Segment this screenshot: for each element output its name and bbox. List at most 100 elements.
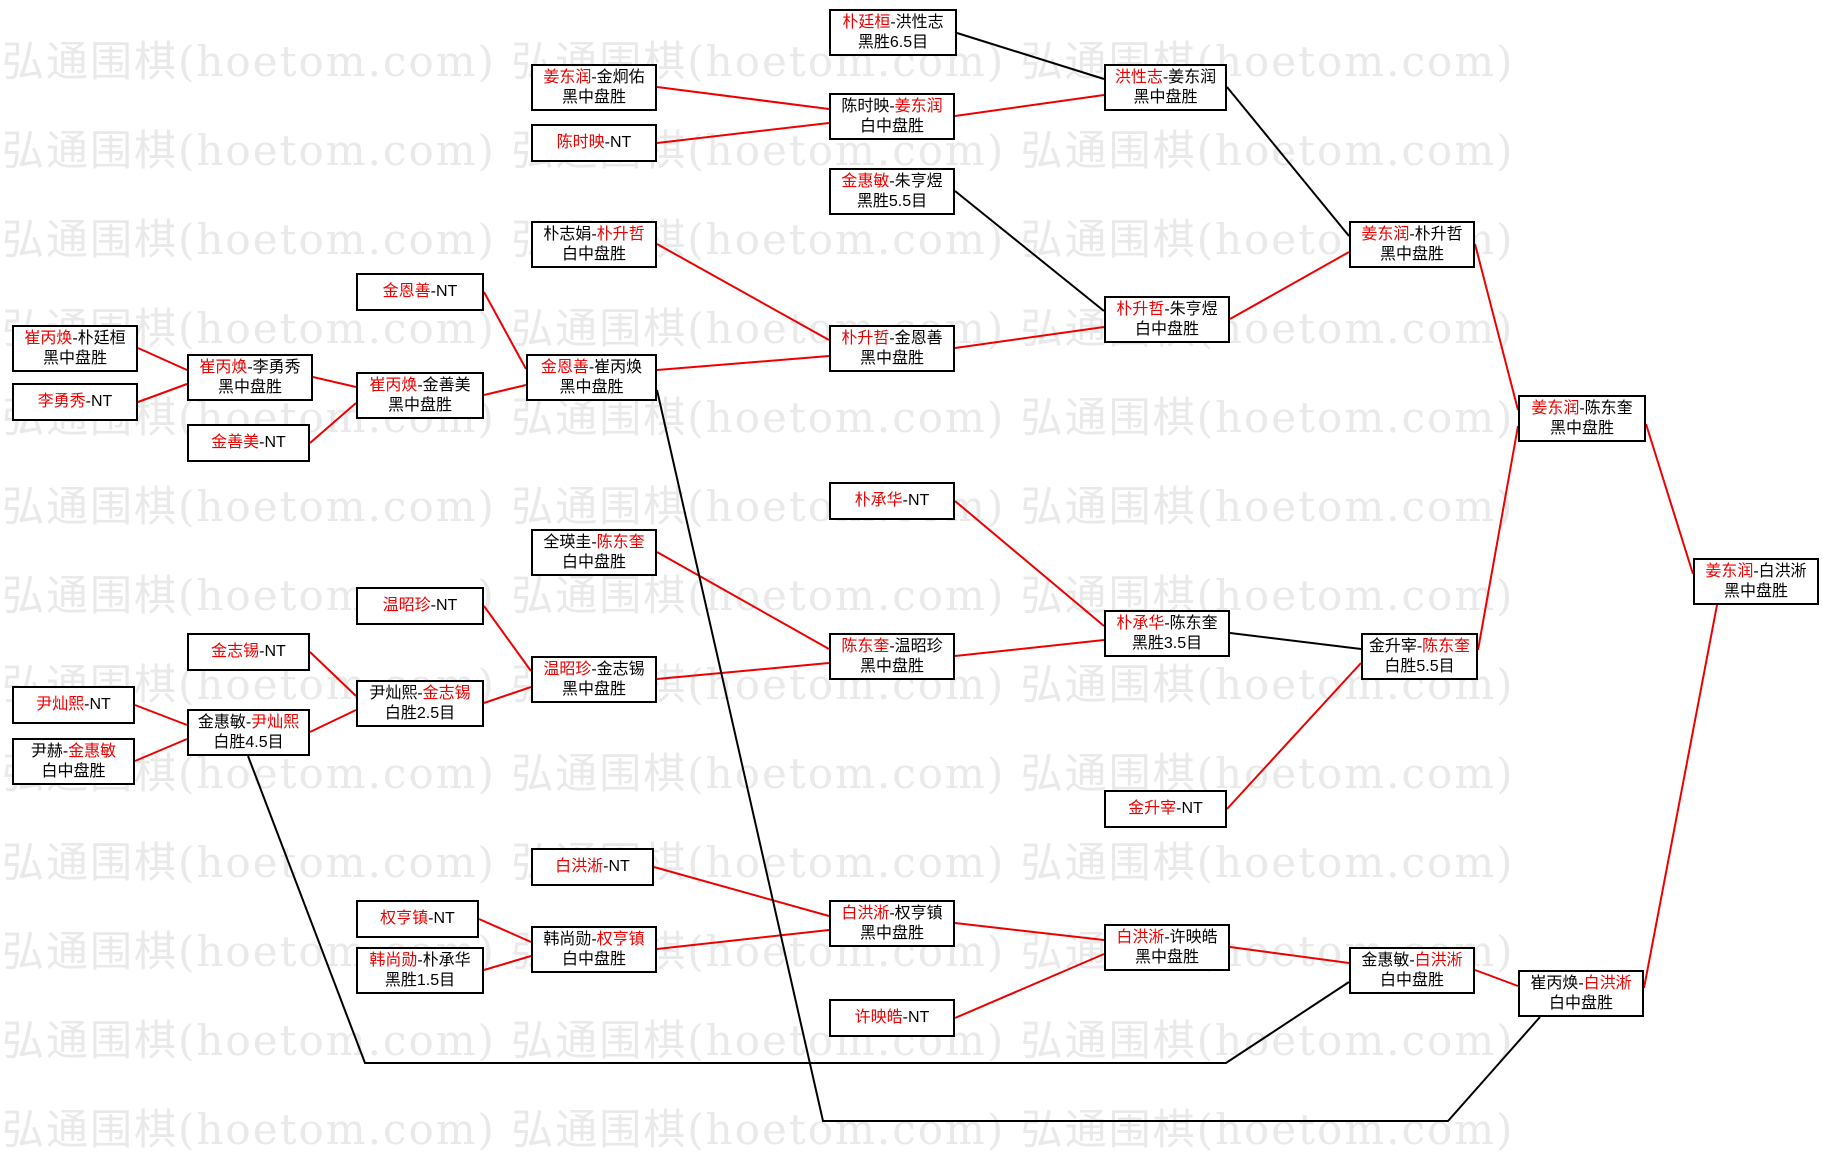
player-name: NT bbox=[436, 597, 458, 614]
player-separator: - bbox=[588, 358, 595, 376]
winner-name: 金惠敏 bbox=[841, 172, 890, 190]
player-name: NT bbox=[264, 434, 286, 451]
winner-name: 白洪淅 bbox=[841, 904, 890, 922]
match-players: 姜东润-朴升哲 bbox=[1361, 225, 1462, 245]
winner-name: 温昭珍 bbox=[382, 597, 431, 614]
match-players: 崔丙焕-白洪淅 bbox=[1530, 974, 1631, 994]
winner-name: 韩尚勋 bbox=[369, 951, 418, 969]
player-separator: - bbox=[1409, 225, 1415, 243]
match-players: 金恩善-崔丙焕 bbox=[541, 358, 642, 378]
match-box-m7: 朴志娟-朴升哲白中盘胜 bbox=[531, 221, 657, 268]
winner-path-line bbox=[656, 86, 830, 110]
winner-path-line bbox=[309, 709, 357, 733]
match-result: 白中盘胜 bbox=[859, 117, 924, 135]
match-result: 黑中盘胜 bbox=[561, 88, 626, 106]
match-result: 黑中盘胜 bbox=[859, 657, 924, 675]
match-players: 白洪淅-权亨镇 bbox=[841, 904, 942, 924]
loser-path-line bbox=[956, 32, 1105, 80]
loser-path-line bbox=[954, 190, 1105, 312]
match-result: 黑中盘胜 bbox=[859, 349, 924, 367]
match-result: 黑中盘胜 bbox=[1133, 88, 1198, 106]
player-name: NT bbox=[436, 283, 458, 300]
match-players: 白洪淅-许映皓 bbox=[1116, 928, 1217, 948]
player-name: 金恩善 bbox=[894, 329, 943, 347]
match-box-m26: 陈东奎-温昭珍黑中盘胜 bbox=[829, 633, 955, 680]
player-separator: - bbox=[591, 225, 597, 243]
match-result: 白中盘胜 bbox=[561, 553, 626, 571]
player-name: 崔丙焕 bbox=[594, 358, 643, 376]
match-box-m28: 尹灿熙-NT bbox=[12, 686, 135, 724]
match-result: 白中盘胜 bbox=[1548, 994, 1613, 1012]
match-players: 姜东润-金炯佑 bbox=[543, 68, 644, 88]
winner-path-line bbox=[1226, 662, 1362, 810]
match-players: 金升宰-NT bbox=[1128, 799, 1203, 819]
match-result: 黑胜1.5目 bbox=[384, 971, 456, 989]
match-box-m31: 尹赫-金惠敏白中盘胜 bbox=[12, 738, 135, 785]
winner-name: 朴承华 bbox=[1116, 614, 1165, 632]
winner-path-line bbox=[483, 384, 527, 396]
winner-path-line bbox=[1474, 969, 1519, 987]
winner-path-line bbox=[1474, 243, 1519, 411]
player-name: 朴承华 bbox=[422, 951, 471, 969]
match-result: 黑中盘胜 bbox=[217, 378, 282, 396]
winner-name: 金志锡 bbox=[211, 643, 260, 660]
player-separator: - bbox=[247, 358, 253, 376]
player-separator: - bbox=[591, 533, 597, 551]
match-players: 陈时映-姜东润 bbox=[841, 97, 942, 117]
match-result: 白中盘胜 bbox=[561, 950, 626, 968]
winner-name: 金恩善 bbox=[382, 283, 431, 300]
player-separator: - bbox=[72, 329, 78, 347]
match-box-m30: 金惠敏-尹灿熙白胜4.5目 bbox=[187, 709, 310, 756]
match-box-m12: 朴升哲-金恩善黑中盘胜 bbox=[829, 325, 955, 372]
winner-name: 姜东润 bbox=[1361, 225, 1410, 243]
player-name: 尹灿熙 bbox=[369, 684, 418, 702]
match-result: 白胜2.5目 bbox=[384, 704, 456, 722]
player-separator: - bbox=[430, 597, 436, 614]
winner-path-line bbox=[656, 551, 830, 650]
match-box-m11: 崔丙焕-朴廷桓黑中盘胜 bbox=[12, 325, 138, 372]
match-box-m16: 崔丙焕-金善美黑中盘胜 bbox=[356, 372, 484, 419]
player-name: 金惠敏 bbox=[197, 713, 246, 731]
player-name: 李勇秀 bbox=[252, 358, 301, 376]
match-result: 黑中盘胜 bbox=[561, 680, 626, 698]
player-separator: - bbox=[902, 1009, 908, 1026]
match-players: 朴志娟-朴升哲 bbox=[543, 225, 644, 245]
winner-name: 陈东奎 bbox=[841, 637, 890, 655]
winner-path-line bbox=[137, 383, 188, 403]
player-name: 韩尚勋 bbox=[543, 930, 592, 948]
match-players: 陈东奎-温昭珍 bbox=[841, 637, 942, 657]
winner-name: 金恩善 bbox=[540, 358, 589, 376]
player-name: 白洪淅 bbox=[1758, 562, 1807, 580]
match-result: 黑中盘胜 bbox=[1134, 948, 1199, 966]
match-box-m24: 金志锡-NT bbox=[187, 633, 310, 671]
match-players: 陈时映-NT bbox=[557, 133, 632, 153]
winner-name: 权亨镇 bbox=[380, 910, 429, 927]
winner-name: 白洪淅 bbox=[555, 858, 604, 875]
winner-name: 崔丙焕 bbox=[199, 358, 248, 376]
winner-path-line bbox=[656, 355, 830, 371]
loser-path-line bbox=[656, 389, 1541, 1122]
match-box-m14: 金恩善-崔丙焕黑中盘胜 bbox=[526, 354, 657, 401]
winner-path-line bbox=[483, 955, 532, 971]
player-separator: - bbox=[430, 283, 436, 300]
match-box-m25: 金升宰-陈东奎白胜5.5目 bbox=[1361, 633, 1478, 680]
player-separator: - bbox=[604, 134, 610, 151]
winner-name: 姜东润 bbox=[1705, 562, 1754, 580]
match-players: 金善美-NT bbox=[211, 433, 286, 453]
player-name: 温昭珍 bbox=[894, 637, 943, 655]
winner-path-line bbox=[656, 929, 830, 950]
winner-name: 朴升哲 bbox=[841, 329, 890, 347]
winner-name: 尹灿熙 bbox=[36, 696, 85, 713]
player-separator: - bbox=[889, 329, 895, 347]
winner-path-line bbox=[309, 651, 357, 697]
match-box-m36: 韩尚勋-权亨镇白中盘胜 bbox=[531, 926, 657, 973]
match-players: 韩尚勋-朴承华 bbox=[369, 951, 470, 971]
winner-path-line bbox=[1645, 423, 1694, 575]
player-name: 姜东润 bbox=[1168, 68, 1217, 86]
player-name: 洪性志 bbox=[895, 13, 944, 31]
match-box-m2: 姜东润-金炯佑黑中盘胜 bbox=[531, 64, 657, 111]
match-players: 金惠敏-尹灿熙 bbox=[198, 713, 299, 733]
winner-name: 尹灿熙 bbox=[251, 713, 300, 731]
player-separator: - bbox=[902, 492, 908, 509]
